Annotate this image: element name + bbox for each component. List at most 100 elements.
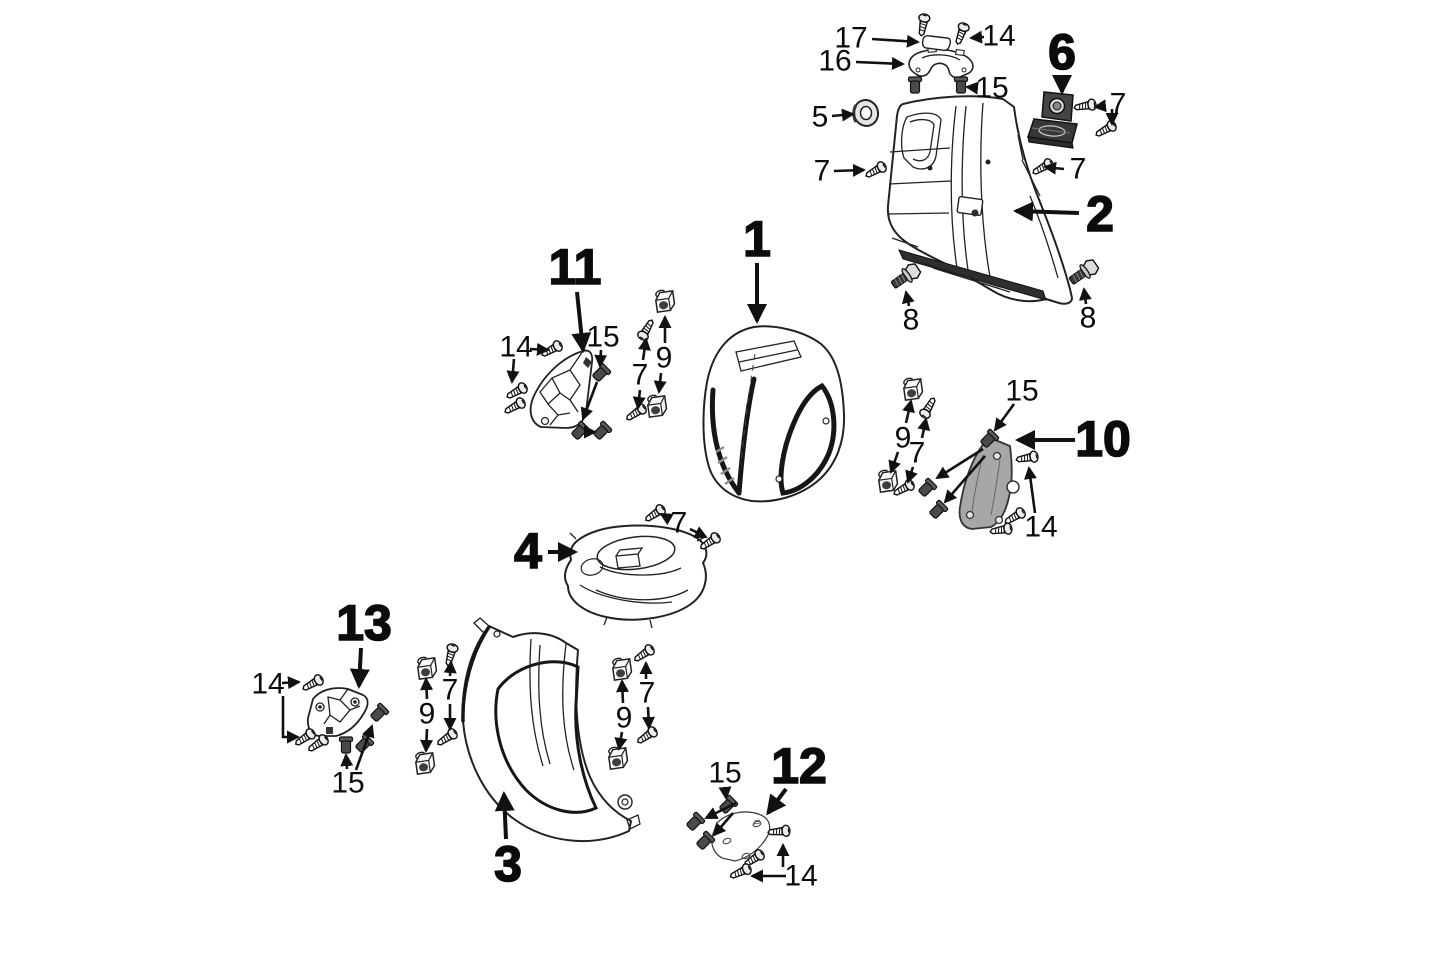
callout-label-14: 14	[1024, 511, 1057, 544]
callout-label-6: 6	[1048, 24, 1076, 80]
callout-label-15: 15	[708, 757, 741, 790]
callout-label-9: 9	[895, 422, 912, 455]
clip-nut-glyph	[415, 655, 439, 680]
clip-nut-glyph	[610, 656, 634, 681]
rubber-spacer-glyph	[717, 794, 739, 816]
leader-arrow	[616, 679, 629, 704]
bolt-glyph	[887, 260, 924, 293]
part-16-retainer-bracket	[908, 46, 974, 79]
screw-glyph	[727, 861, 754, 883]
rubber-spacer-glyph	[927, 499, 949, 521]
part-2-inner-leg-shield	[886, 95, 1073, 305]
leader-arrow	[340, 753, 354, 770]
leader-arrow	[1013, 201, 1080, 222]
callout-label-7: 7	[1070, 153, 1087, 186]
leader-arrow	[659, 512, 674, 526]
callout-label-4: 4	[514, 523, 542, 579]
screw-glyph	[299, 672, 326, 695]
callout-label-1: 1	[743, 211, 771, 267]
rubber-spacer-glyph	[368, 702, 390, 724]
screw-glyph	[642, 502, 668, 526]
part-1-front-shield	[702, 325, 846, 503]
leader-arrow	[580, 381, 599, 421]
leader-arrow	[718, 786, 732, 800]
screw-glyph	[915, 12, 932, 38]
screw-glyph	[766, 824, 792, 839]
rubber-spacer-glyph	[694, 830, 716, 852]
bolt-glyph	[1065, 256, 1102, 289]
leader-arrow	[281, 676, 301, 690]
callout-label-3: 3	[494, 836, 522, 892]
screw-glyph	[917, 394, 940, 421]
callout-label-9: 9	[419, 698, 436, 731]
callout-label-10: 10	[1075, 411, 1131, 467]
callout-label-7: 7	[442, 674, 459, 707]
leader-arrow	[766, 787, 788, 816]
leader-arrow	[689, 526, 708, 539]
leader-arrow	[871, 34, 920, 48]
part-3-front-lower-fairing	[461, 617, 641, 843]
part-13-bracket	[306, 687, 369, 737]
callout-label-14: 14	[982, 20, 1015, 53]
screw-glyph	[623, 401, 649, 425]
leader-arrow	[632, 389, 646, 410]
callout-label-9: 9	[616, 702, 633, 735]
leader-arrow	[420, 728, 433, 753]
callout-label-7: 7	[671, 507, 688, 540]
leader-arrow	[969, 30, 985, 44]
part-5-grommet	[849, 95, 883, 131]
callout-label-11: 11	[549, 239, 602, 295]
clip-nut-glyph	[901, 376, 925, 401]
callout-label-15: 15	[586, 321, 619, 354]
rubber-spacer-glyph	[953, 76, 969, 94]
leader-arrow	[1024, 466, 1037, 514]
rubber-spacer-glyph	[916, 477, 938, 499]
callout-label-7: 7	[632, 359, 649, 392]
callout-label-8: 8	[903, 304, 920, 337]
callout-label-5: 5	[812, 101, 829, 134]
callout-label-2: 2	[1086, 186, 1114, 242]
rubber-spacer-glyph	[684, 811, 706, 833]
clip-nut-glyph	[876, 468, 900, 493]
leader-arrow	[855, 57, 905, 71]
leader-arrow	[905, 466, 918, 484]
callout-label-8: 8	[1080, 302, 1097, 335]
screw-glyph	[1072, 97, 1098, 114]
part-17-clip-plate	[921, 35, 952, 52]
screw-glyph	[1014, 449, 1040, 466]
leader-arrow	[1093, 99, 1107, 113]
leader-arrow	[1079, 287, 1092, 305]
leader-arrow	[1043, 161, 1065, 175]
leader-arrow	[653, 372, 667, 394]
leader-arrow	[917, 417, 931, 439]
screw-glyph	[634, 724, 660, 748]
leader-arrow	[349, 647, 370, 689]
leader-arrow	[354, 724, 375, 771]
part-4-handlebar-lower-cover	[563, 524, 708, 629]
rubber-spacer-glyph	[907, 76, 923, 94]
screw-glyph	[501, 395, 528, 418]
leader-arrow	[902, 399, 915, 424]
leader-arrow	[529, 342, 550, 356]
screw-glyph	[1092, 118, 1119, 141]
leader-arrow	[506, 358, 520, 384]
callout-label-17: 17	[834, 22, 867, 55]
callout-label-15: 15	[331, 767, 364, 800]
parts-layer	[306, 35, 1078, 862]
leader-arrow	[901, 290, 915, 307]
leader-arrow	[443, 660, 457, 677]
leader-arrow	[614, 731, 628, 751]
leader-arrow	[281, 696, 300, 744]
leader-arrow	[965, 81, 979, 95]
part-10-side-panel	[958, 435, 1020, 530]
clip-nut-glyph	[413, 750, 437, 775]
rubber-spacer-glyph	[338, 736, 354, 754]
screw-glyph	[862, 159, 889, 182]
callout-label-16: 16	[818, 45, 851, 78]
callout-label-7: 7	[1110, 88, 1127, 121]
clip-nut-glyph	[645, 393, 669, 418]
leader-arrow	[494, 791, 515, 840]
callout-label-7: 7	[814, 155, 831, 188]
